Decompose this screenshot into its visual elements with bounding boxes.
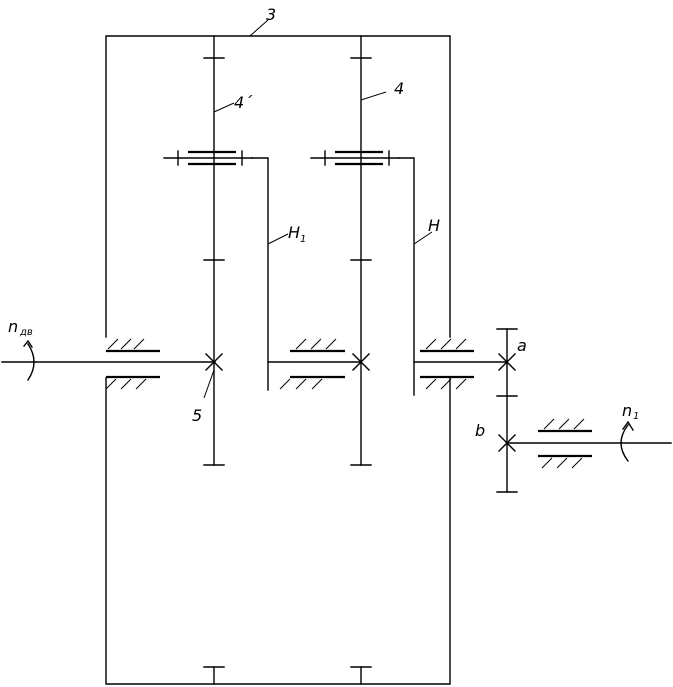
label-planet-gear-4: 4 [394, 79, 404, 98]
label-sun-gear-5: 5 [192, 406, 202, 425]
label-carrier-h1: H [288, 223, 300, 242]
label-output-speed: n [622, 401, 632, 420]
planet-gear-4-prime-bearing [163, 150, 253, 166]
planet-gear-4-shaft-line [350, 35, 372, 466]
carrier-h [398, 157, 508, 396]
sun-gear-5-shaft-line [203, 35, 225, 466]
label-ring-gear-3: 3 [266, 5, 276, 24]
label-planet-gear-4-prime: 4´ [234, 93, 253, 112]
output-rotation-arrow-icon [620, 420, 634, 462]
ring-gear-3-bottom-teeth [203, 666, 372, 685]
output-bearing [538, 418, 592, 469]
center-bearing [279, 338, 345, 390]
input-rotation-arrow-icon [23, 339, 35, 381]
leader-lines [203, 19, 433, 399]
label-input-speed-subscript: дв [19, 327, 33, 338]
planet-gear-4-bearing [310, 150, 400, 166]
gear-pair-a-b [496, 328, 518, 493]
label-carrier-h: H [428, 216, 440, 235]
ring-gear-3-upper-frame [105, 35, 451, 338]
ring-gear-3-lower-frame [105, 377, 451, 685]
label-gear-b: b [475, 421, 485, 440]
right-bearing [420, 338, 474, 390]
label-gear-a: a [517, 336, 527, 355]
label-input-speed: n [8, 317, 18, 336]
left-bearing [105, 338, 160, 390]
carrier-h1 [251, 157, 362, 391]
label-carrier-h1-subscript: 1 [300, 234, 306, 245]
label-output-speed-subscript: 1 [633, 411, 639, 422]
